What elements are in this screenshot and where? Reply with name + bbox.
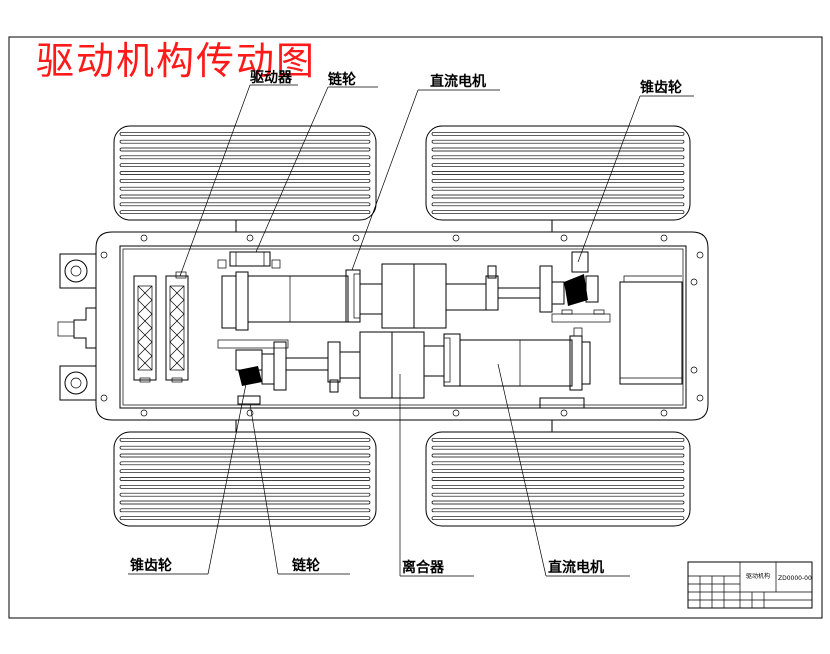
bolt-hole xyxy=(660,234,668,242)
label-dc-motor-top: 直流电机 xyxy=(430,73,486,90)
bolt-hole xyxy=(696,251,704,259)
bolt-hole xyxy=(660,409,668,417)
bolt-hole xyxy=(690,366,698,374)
chassis-plate xyxy=(95,231,709,421)
bolt-hole xyxy=(246,409,254,417)
bolt-hole xyxy=(100,394,108,402)
track-front-left xyxy=(113,125,377,221)
title-block-drawing-no: ZD0000-00 xyxy=(778,575,812,582)
bolt-hole xyxy=(696,394,704,402)
title-block: 驱动机构 ZD0000-00 xyxy=(687,561,813,609)
label-clutch: 离合器 xyxy=(402,559,445,576)
driver-units xyxy=(133,271,189,383)
mounting-brackets xyxy=(57,253,97,401)
bolt-hole xyxy=(140,409,148,417)
drawing-frame-inner xyxy=(8,36,823,619)
bolt-hole xyxy=(352,409,360,417)
bolt-hole xyxy=(352,234,360,242)
bottom-drive-line xyxy=(217,327,591,409)
track-rear-left xyxy=(113,431,377,527)
bolt-hole xyxy=(560,409,568,417)
label-bevel-gear-top: 锥齿轮 xyxy=(640,79,682,96)
right-compartment xyxy=(619,275,683,385)
bolt-hole xyxy=(452,234,460,242)
track-rear-right xyxy=(425,431,691,527)
label-sprocket-top: 链轮 xyxy=(328,71,356,88)
bolt-hole xyxy=(560,234,568,242)
label-bevel-gear-bottom: 锥齿轮 xyxy=(130,557,172,574)
top-drive-line xyxy=(217,251,611,331)
label-sprocket-bottom: 链轮 xyxy=(292,557,320,574)
bolt-hole xyxy=(140,234,148,242)
title-block-name: 驱动机构 xyxy=(746,572,770,580)
label-dc-motor-bottom: 直流电机 xyxy=(548,559,604,576)
annotations: 驱动器 链轮 直流电机 锥齿轮 锥齿轮 链轮 离合器 直流电机 xyxy=(128,69,694,577)
tracks xyxy=(113,125,691,527)
chassis-bolts xyxy=(100,234,704,417)
bolt-hole xyxy=(452,409,460,417)
bolt-hole xyxy=(690,278,698,286)
diagram-title: 驱动机构传动图 xyxy=(36,39,316,83)
label-driver: 驱动器 xyxy=(250,69,293,86)
bolt-hole xyxy=(100,251,108,259)
bolt-hole xyxy=(246,234,254,242)
track-front-right xyxy=(425,125,691,221)
